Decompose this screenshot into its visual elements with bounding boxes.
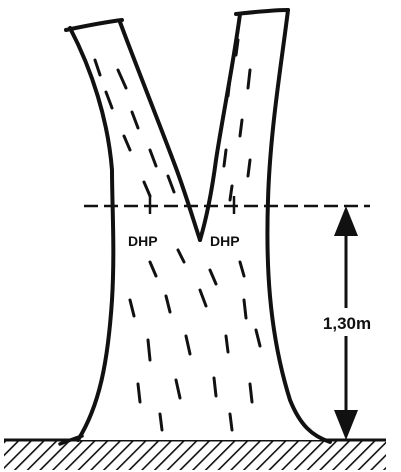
arrowhead-up-icon [334, 206, 358, 236]
height-label: 1,30m [323, 314, 371, 333]
arrowhead-down-icon [334, 410, 358, 440]
tree-trunk-fill [70, 8, 326, 440]
dhp-label-right: DHP [210, 233, 240, 249]
dhp-label-left: DHP [128, 233, 158, 249]
